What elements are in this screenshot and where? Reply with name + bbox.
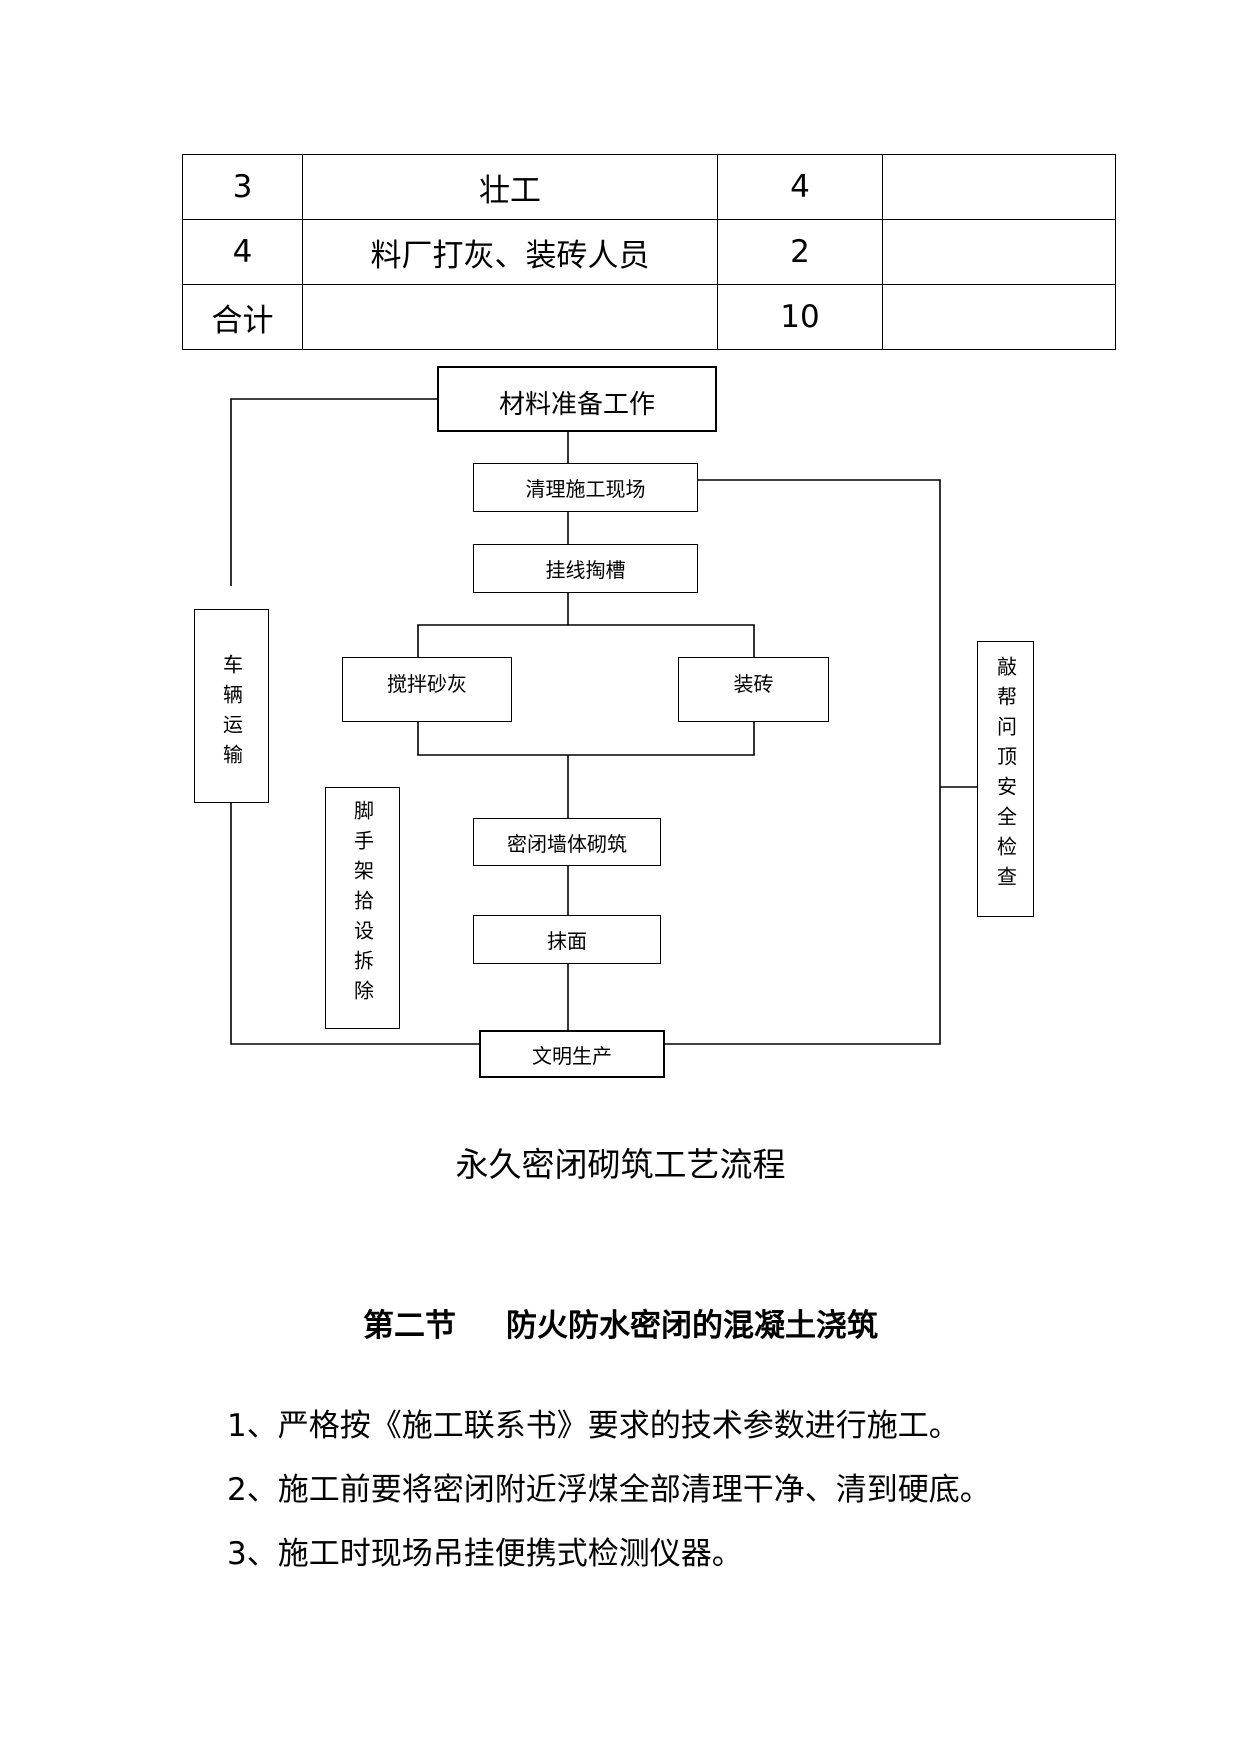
staff-table: 3 壮工 4 4 料厂打灰、装砖人员 2 合计 10 bbox=[182, 154, 1116, 350]
side-label: 敲帮问顶安全检查 bbox=[993, 656, 1018, 896]
step-wall-build: 密闭墙体砌筑 bbox=[473, 818, 661, 866]
paragraph: 1、严格按《施工联系书》要求的技术参数进行施工。 bbox=[227, 1408, 960, 1444]
table-row: 3 壮工 4 bbox=[182, 154, 1116, 220]
side-vehicle-transport: 车辆运输 bbox=[194, 609, 269, 803]
connector-line bbox=[230, 398, 437, 586]
table-cell: 10 bbox=[717, 284, 883, 350]
step-civilized-production: 文明生产 bbox=[479, 1030, 665, 1078]
paragraph: 3、施工时现场吊挂便携式检测仪器。 bbox=[227, 1536, 743, 1572]
step-label: 装砖 bbox=[733, 672, 774, 696]
step-label: 挂线掏槽 bbox=[545, 558, 626, 582]
side-label: 车辆运输 bbox=[219, 654, 244, 774]
step-label: 抹面 bbox=[547, 929, 587, 953]
step-clean-site: 清理施工现场 bbox=[473, 463, 698, 512]
table-cell: 3 bbox=[182, 154, 303, 220]
table-cell: 合计 bbox=[182, 284, 303, 350]
side-scaffold: 脚手架拾设拆除 bbox=[325, 787, 400, 1029]
table-cell bbox=[302, 284, 718, 350]
connector-line bbox=[230, 803, 479, 1045]
step-materials: 材料准备工作 bbox=[437, 366, 717, 432]
step-label: 文明生产 bbox=[532, 1043, 612, 1068]
step-label: 材料准备工作 bbox=[498, 389, 655, 420]
table-cell: 壮工 bbox=[302, 154, 718, 220]
step-plaster: 抹面 bbox=[473, 915, 661, 964]
figure-caption: 永久密闭砌筑工艺流程 bbox=[455, 1145, 786, 1184]
section-heading: 第二节 防火防水密闭的混凝土浇筑 bbox=[0, 1300, 1241, 1345]
step-label: 搅拌砂灰 bbox=[387, 672, 467, 696]
step-label: 清理施工现场 bbox=[525, 477, 646, 501]
step-hang-line: 挂线掏槽 bbox=[473, 544, 698, 593]
section-title: 防火防水密闭的混凝土浇筑 bbox=[506, 1308, 878, 1344]
table-cell bbox=[882, 284, 1116, 350]
step-mix-mortar: 搅拌砂灰 bbox=[342, 657, 512, 722]
table-row: 合计 10 bbox=[182, 284, 1116, 350]
connector-line bbox=[417, 722, 755, 756]
section-number: 第二节 bbox=[363, 1308, 456, 1344]
step-label: 密闭墙体砌筑 bbox=[507, 831, 627, 856]
connector-line bbox=[417, 624, 755, 657]
connector-line bbox=[665, 479, 941, 1045]
side-label: 脚手架拾设拆除 bbox=[350, 800, 375, 1010]
table-cell bbox=[882, 219, 1116, 285]
paragraph: 2、施工前要将密闭附近浮煤全部清理干净、清到硬底。 bbox=[227, 1472, 991, 1508]
side-safety-check: 敲帮问顶安全检查 bbox=[977, 641, 1034, 917]
step-load-bricks: 装砖 bbox=[678, 657, 829, 722]
